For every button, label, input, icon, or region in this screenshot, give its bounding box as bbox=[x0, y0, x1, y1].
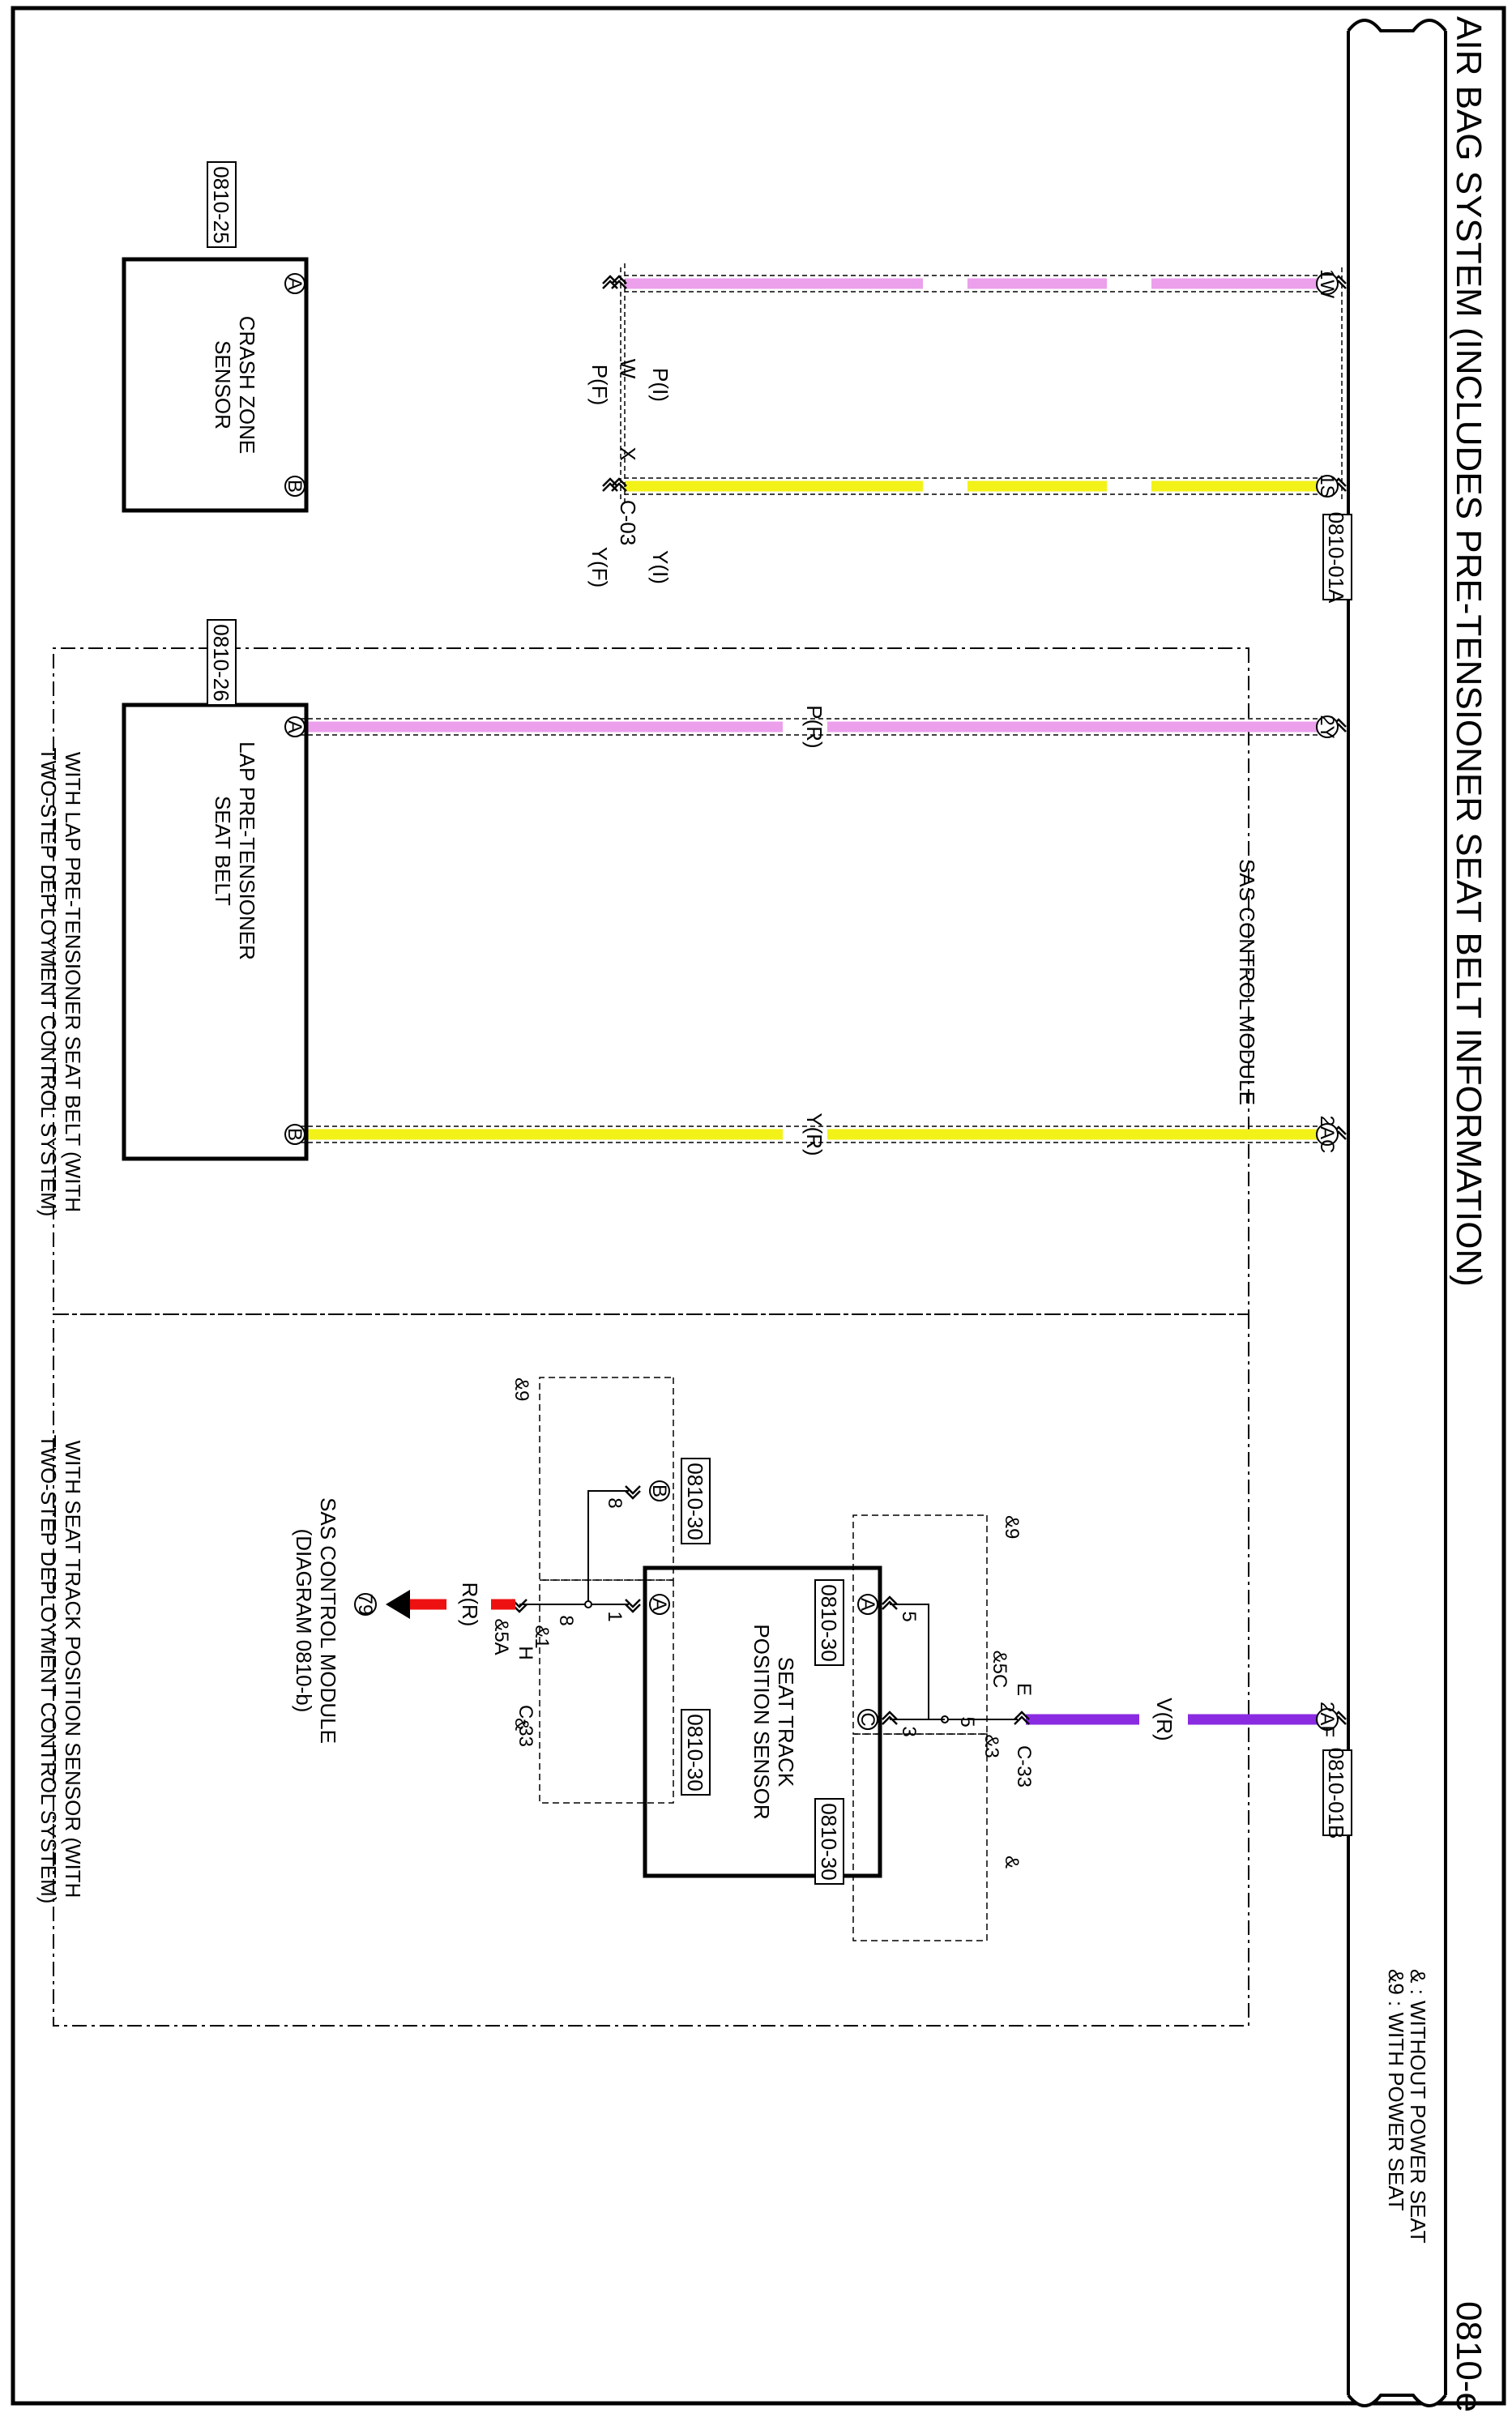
legend-without-power-seat: & : WITHOUT POWER SEAT bbox=[1406, 1969, 1430, 2244]
wire-y-i-label: Y(I) bbox=[648, 550, 673, 584]
wire-v-r-label: V(R) bbox=[1152, 1698, 1177, 1740]
num-5: 5 bbox=[898, 1611, 920, 1621]
lap-note-1: WITH LAP PRE-TENSIONER SEAT BELT (WITH bbox=[61, 752, 85, 1212]
seat-label-1: SEAT TRACK bbox=[774, 1657, 798, 1787]
code-1: &1 bbox=[531, 1625, 553, 1648]
page-border bbox=[11, 6, 1506, 2406]
sensor-pin-b: B bbox=[648, 1484, 670, 1497]
legend-with-power-seat: &9 : WITH POWER SEAT bbox=[1384, 1969, 1408, 2211]
lap-label-2: SEAT BELT bbox=[211, 796, 235, 906]
c33-bottom: C-33 bbox=[515, 1705, 536, 1747]
pin-2af: 2AF bbox=[1316, 1702, 1338, 1737]
variant-amp-bottom: & bbox=[510, 1718, 532, 1731]
crash-zone-sensor bbox=[122, 257, 309, 513]
dest-label-2: (DIAGRAM 0810-b) bbox=[292, 1529, 316, 1713]
page-code: 0810-e bbox=[1449, 2301, 1489, 2412]
off-page-arrow bbox=[386, 1590, 410, 1619]
connector-0810-01a: 0810-01A bbox=[1324, 512, 1348, 604]
page-title: AIR BAG SYSTEM (INCLUDES PRE-TENSIONER S… bbox=[1449, 16, 1489, 1287]
wire-p-r-label: P(R) bbox=[802, 705, 826, 748]
num-8: 8 bbox=[604, 1497, 626, 1508]
lap-label-1: LAP PRE-TENSIONER bbox=[235, 741, 259, 960]
code-e: E bbox=[1013, 1683, 1035, 1696]
bot-n8: 8 bbox=[555, 1615, 577, 1625]
pin-2ac: 2AC bbox=[1316, 1116, 1338, 1154]
wire-p-i-label: P(I) bbox=[648, 368, 673, 402]
crash-label-2: SENSOR bbox=[211, 340, 235, 429]
crash-pin-b: B bbox=[284, 480, 305, 493]
lap-ref: 0810-26 bbox=[209, 624, 233, 701]
seat-ref-a9: 0810-30 bbox=[817, 1584, 841, 1661]
variant-amp-top: & bbox=[1001, 1856, 1023, 1869]
pin-2y: 2Y bbox=[1316, 715, 1338, 738]
lap-pretensioner bbox=[122, 703, 309, 1161]
pin-79: 79 bbox=[354, 1594, 376, 1616]
wire-p-f-label: P(F) bbox=[587, 365, 612, 406]
lap-pin-b: B bbox=[284, 1128, 305, 1141]
sensor-pin-a-top: A bbox=[856, 1598, 878, 1611]
wire-x-label: X bbox=[616, 446, 640, 460]
variant-9-bottom: &9 bbox=[510, 1377, 532, 1401]
wire-y-f-label: Y(F) bbox=[587, 547, 612, 588]
connector-0810-01b: 0810-01B bbox=[1324, 1748, 1348, 1839]
seat-ref-b: 0810-30 bbox=[683, 1463, 707, 1540]
junction-c03: C-03 bbox=[616, 500, 640, 545]
code-5c: &5C bbox=[989, 1651, 1010, 1689]
num-top-5: 5 bbox=[956, 1716, 978, 1727]
sensor-pin-c: C bbox=[856, 1712, 878, 1726]
crash-ref: 0810-25 bbox=[209, 166, 233, 243]
wire-r-r-label: R(R) bbox=[458, 1582, 482, 1627]
option-box-seat-track bbox=[53, 1313, 1249, 2027]
pin-1s: 1S bbox=[1316, 474, 1338, 498]
seat-track-sensor bbox=[643, 1565, 882, 1878]
seat-label-2: POSITION SENSOR bbox=[750, 1624, 774, 1819]
wire-w-label: W bbox=[616, 359, 640, 379]
num-1: 1 bbox=[604, 1611, 626, 1621]
lap-note-2: TWO-STEP DEPLOYMENT CONTROL SYSTEM) bbox=[36, 748, 61, 1217]
code-3: &3 bbox=[980, 1734, 1002, 1758]
option-box-lap bbox=[53, 647, 1249, 1315]
module-bar-ends bbox=[1347, 19, 1447, 2407]
code-5a: &5A bbox=[490, 1618, 512, 1655]
sensor-pin-a-bottom: A bbox=[648, 1598, 670, 1611]
num-3: 3 bbox=[898, 1726, 920, 1736]
seat-ref-c: 0810-30 bbox=[817, 1803, 841, 1880]
variant-9-top: &9 bbox=[1001, 1515, 1023, 1539]
lap-pin-a: A bbox=[284, 720, 305, 733]
module-label: SAS CONTROL MODULE bbox=[1235, 859, 1259, 1105]
dest-label-1: SAS CONTROL MODULE bbox=[316, 1497, 340, 1744]
crash-label-1: CRASH ZONE bbox=[235, 316, 259, 454]
seat-note-2: TWO-STEP DEPLOYMENT CONTROL SYSTEM) bbox=[36, 1435, 61, 1904]
pin-1w: 1W bbox=[1316, 269, 1338, 298]
crash-pin-a: A bbox=[284, 277, 305, 290]
wire-y-r-label: Y(R) bbox=[802, 1113, 826, 1155]
c33-top: C-33 bbox=[1013, 1745, 1035, 1787]
code-h: H bbox=[515, 1646, 536, 1659]
seat-ref-a: 0810-30 bbox=[683, 1714, 707, 1791]
seat-note-1: WITH SEAT TRACK POSITION SENSOR (WITH bbox=[61, 1441, 85, 1899]
